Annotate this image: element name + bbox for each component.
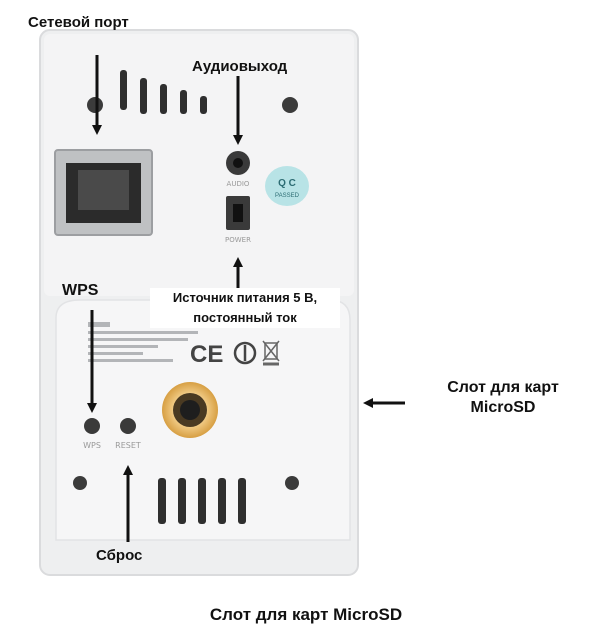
tripod-mount — [162, 382, 218, 438]
power-port-label: POWER — [225, 236, 251, 244]
info-mark-icon — [233, 341, 257, 365]
wps-button-label: WPS — [83, 441, 101, 450]
label-power-line2: постоянный ток — [193, 310, 297, 325]
audio-port-label: AUDIO — [227, 180, 250, 188]
caption: Слот для карт MicroSD — [209, 605, 403, 624]
callout-arrows — [87, 55, 405, 542]
wps-button — [84, 418, 100, 434]
label-microsd-line2: MicroSD — [470, 399, 536, 416]
label-reset: Сброс — [96, 547, 143, 564]
qc-sticker: Q C PASSED — [265, 166, 309, 206]
label-network-port: Сетевой порт — [28, 14, 129, 31]
reset-button-label: RESET — [115, 441, 141, 450]
bottom-vent-slots — [158, 478, 246, 524]
reset-button — [120, 418, 136, 434]
ce-mark: CE — [190, 341, 223, 368]
screw-holes — [73, 97, 299, 490]
audio-jack — [226, 151, 250, 175]
label-microsd-slot: Слот для карт MicroSD — [418, 378, 588, 418]
power-jack — [226, 196, 250, 230]
qc-sticker-text: Q C — [278, 178, 296, 189]
network-port — [54, 149, 153, 236]
label-microsd-line1: Слот для карт — [447, 379, 559, 396]
weee-bin-icon — [262, 340, 280, 366]
label-text-lines — [88, 322, 198, 362]
label-power-line1: Источник питания 5 В, — [172, 290, 318, 305]
label-power: Источник питания 5 В, постоянный ток — [150, 288, 340, 328]
label-audio-out: Аудиовыход — [192, 58, 288, 75]
label-wps: WPS — [62, 282, 99, 299]
top-vent-slots — [120, 70, 207, 114]
qc-sticker-sub: PASSED — [275, 193, 300, 199]
